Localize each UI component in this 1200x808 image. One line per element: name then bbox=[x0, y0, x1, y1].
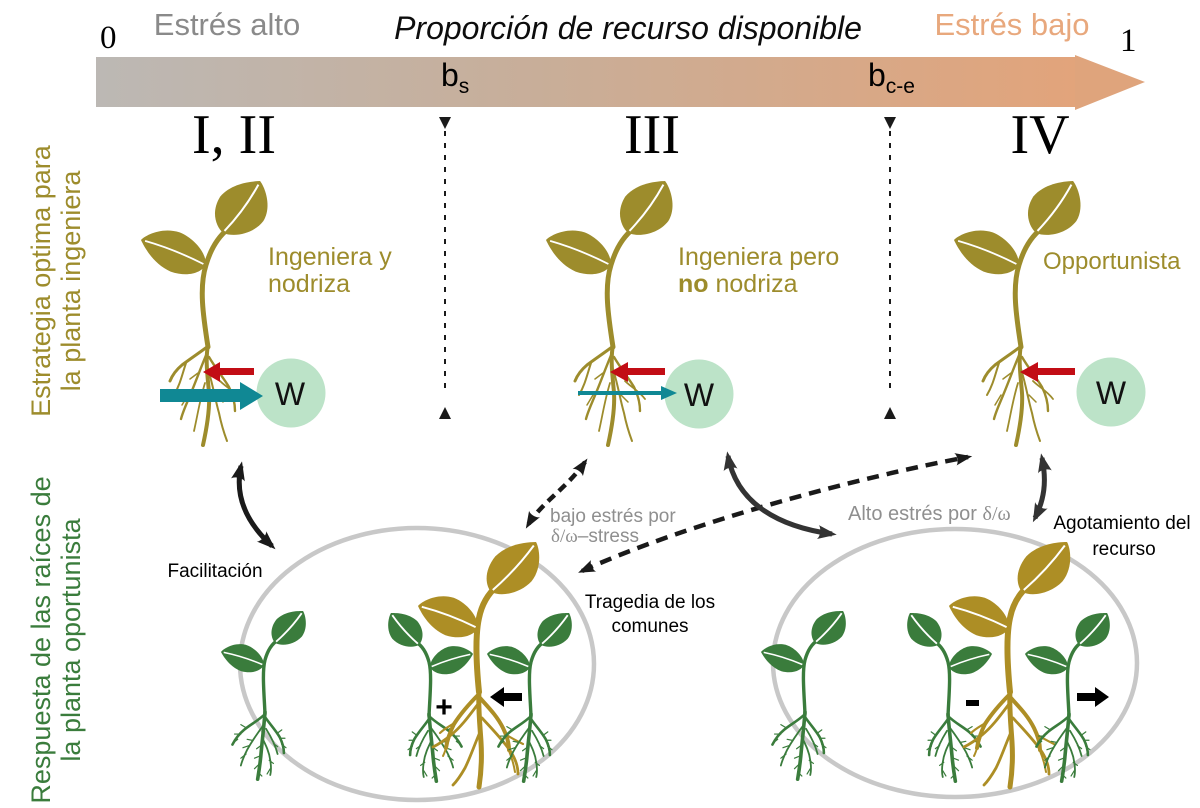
svg-text:δ/ω–stress: δ/ω–stress bbox=[551, 526, 639, 547]
svg-text:bajo estrés por: bajo estrés por bbox=[550, 506, 676, 527]
svg-text:+: + bbox=[435, 691, 453, 724]
svg-text:nodriza: nodriza bbox=[268, 270, 350, 298]
svg-text:W: W bbox=[684, 377, 715, 413]
svg-text:Tragedia de los: Tragedia de los bbox=[585, 592, 715, 613]
svg-text:1: 1 bbox=[1120, 23, 1137, 59]
svg-text:Estrategia optima parala plant: Estrategia optima parala planta ingenier… bbox=[26, 144, 86, 417]
svg-text:Proporción de recurso disponib: Proporción de recurso disponible bbox=[394, 10, 862, 46]
svg-text:comunes: comunes bbox=[611, 616, 688, 637]
svg-text:W: W bbox=[275, 376, 306, 412]
svg-text:Estrés alto: Estrés alto bbox=[154, 7, 300, 42]
svg-text:W: W bbox=[1096, 375, 1127, 411]
svg-text:recurso: recurso bbox=[1092, 539, 1155, 560]
svg-text:Agotamiento del: Agotamiento del bbox=[1053, 513, 1190, 534]
svg-text:Ingeniera pero: Ingeniera pero bbox=[678, 243, 839, 271]
svg-text:IV: IV bbox=[1010, 104, 1069, 166]
svg-text:Opportunista: Opportunista bbox=[1043, 248, 1181, 275]
svg-text:I, II: I, II bbox=[192, 104, 276, 166]
svg-text:Alto estrés por δ/ω: Alto estrés por δ/ω bbox=[848, 503, 1011, 525]
svg-text:0: 0 bbox=[100, 20, 117, 56]
svg-text:III: III bbox=[624, 104, 680, 166]
svg-text:Facilitación: Facilitación bbox=[167, 561, 262, 582]
svg-text:Ingeniera y: Ingeniera y bbox=[268, 243, 392, 271]
svg-text:Respuesta de las raíces dela p: Respuesta de las raíces dela planta opor… bbox=[26, 476, 86, 803]
svg-text:no nodriza: no nodriza bbox=[678, 270, 798, 298]
svg-text:Estrés bajo: Estrés bajo bbox=[934, 7, 1089, 42]
